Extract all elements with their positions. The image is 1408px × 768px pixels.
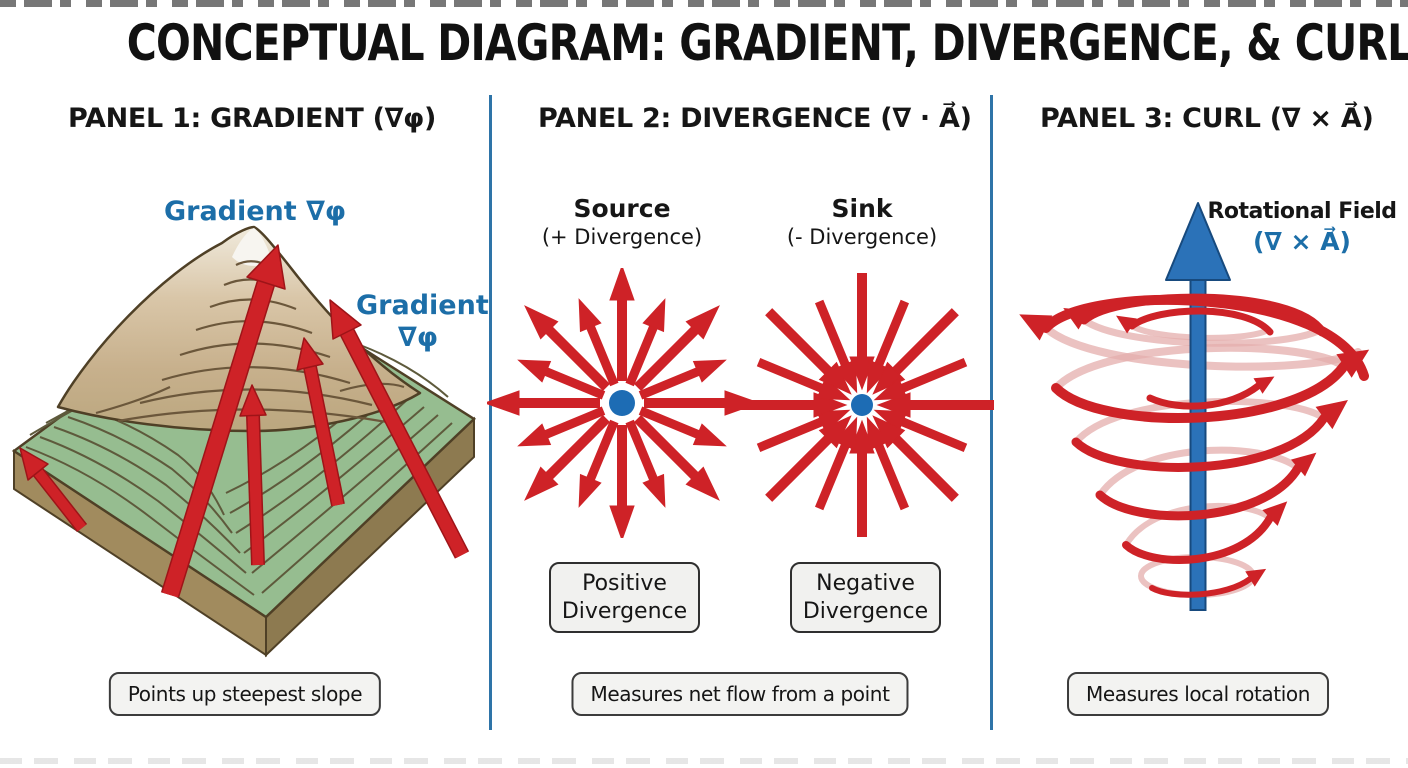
cropped-text-row-top: [0, 0, 1408, 7]
panel-divider-2: [990, 95, 993, 730]
negative-divergence-badge: Negative Divergence: [790, 562, 941, 633]
cropped-text-row-bottom: [0, 758, 1408, 764]
panel1-header: PANEL 1: GRADIENT (∇φ): [68, 103, 437, 134]
vortex-front-arcs: [1012, 293, 1377, 598]
positive-divergence-badge: Positive Divergence: [549, 562, 700, 633]
rotation-axis-arrow: [1165, 202, 1231, 611]
curl-vortex-illustration: [1012, 202, 1377, 611]
gradient-arrow-long-right: [329, 299, 470, 559]
sink-center-dot: [851, 394, 873, 416]
sink-converging-arrows-illustration: [727, 270, 997, 540]
panel1-caption: Points up steepest slope: [108, 672, 382, 716]
panel-divider-1: [489, 95, 492, 730]
panel2-header: PANEL 2: DIVERGENCE (∇ · A⃗): [538, 103, 972, 134]
source-radial-arrows-illustration: [487, 268, 757, 538]
panel3-caption: Measures local rotation: [1067, 672, 1329, 716]
contour-mountain-illustration: [11, 225, 477, 658]
gradient-arrow-left: [19, 447, 88, 533]
gradient-arrow-center: [239, 384, 267, 566]
gradient-label-top: Gradient ∇φ: [163, 196, 347, 227]
source-center-dot: [609, 390, 635, 416]
gradient-arrow-right: [296, 337, 345, 507]
source-subtitle: (+ Divergence): [541, 225, 703, 250]
source-label-block: Source (+ Divergence): [517, 193, 727, 251]
rotational-field-title: Rotational Field: [1207, 199, 1397, 224]
sink-subtitle: (- Divergence): [786, 225, 938, 250]
sink-label-block: Sink (- Divergence): [757, 193, 967, 251]
page-title: CONCEPTUAL DIAGRAM: GRADIENT, DIVERGENCE…: [126, 14, 1408, 72]
rotational-field-formula: (∇ × A⃗): [1253, 226, 1351, 256]
gradient-label-right: Gradient ∇φ: [356, 290, 489, 354]
panel3-header: PANEL 3: CURL (∇ × A⃗): [1040, 103, 1374, 134]
source-title: Source: [573, 194, 671, 223]
mountain-snow-cap: [232, 228, 272, 266]
panel2-caption: Measures net flow from a point: [571, 672, 909, 716]
mountain-body: [56, 225, 422, 433]
gradient-arrow-main: [160, 244, 286, 598]
sink-title: Sink: [831, 194, 893, 223]
rotational-field-label-block: Rotational Field (∇ × A⃗): [1202, 198, 1402, 257]
